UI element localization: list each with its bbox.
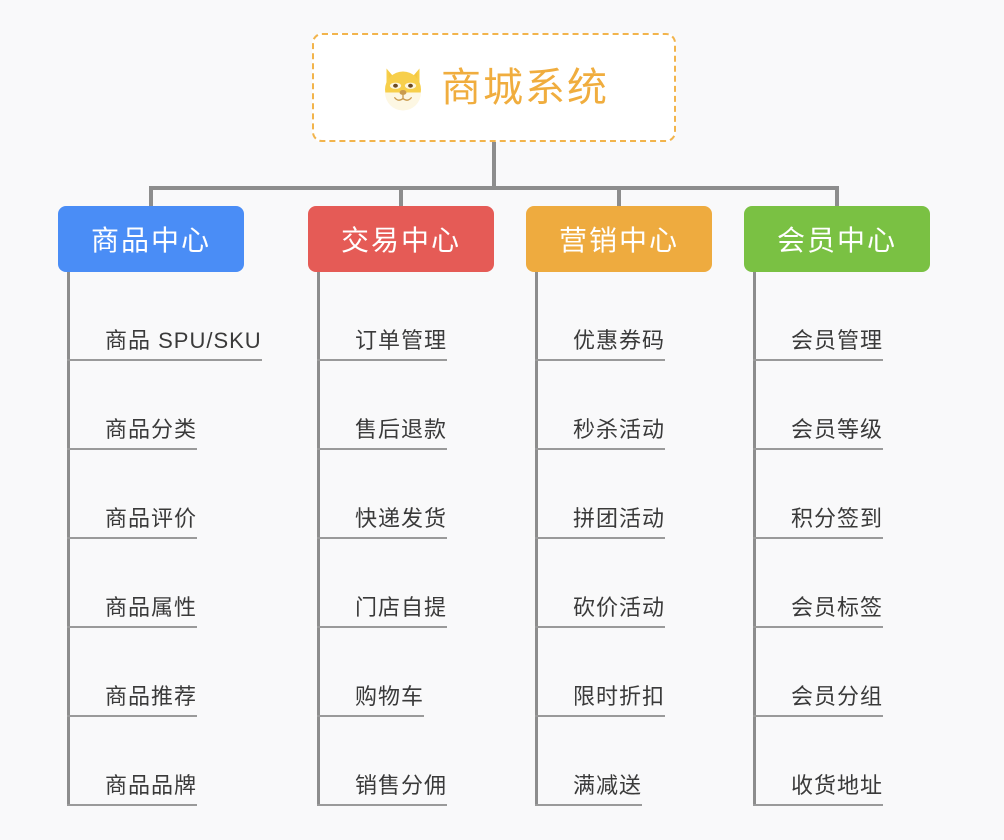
branch-spine: [67, 272, 70, 806]
leaf-label: 商品分类: [105, 419, 198, 450]
leaf-label: 快递发货: [355, 508, 448, 539]
connector-drop-member-center: [835, 186, 839, 208]
leaf-label: 收货地址: [791, 775, 884, 806]
leaf-item[interactable]: 秒杀活动: [535, 361, 712, 450]
leaf-list-member-center: 会员管理 会员等级 积分签到 会员标签 会员分组 收货地址: [753, 272, 930, 806]
leaf-label: 拼团活动: [573, 508, 666, 539]
root-title: 商城系统: [441, 65, 609, 110]
branch-spine: [535, 272, 538, 806]
branch-product-center: 商品中心 商品 SPU/SKU 商品分类 商品评价 商品属性 商品推荐 商品品牌: [58, 206, 262, 806]
leaf-label: 商品品牌: [105, 775, 198, 806]
leaf-label: 会员标签: [791, 597, 884, 628]
leaf-label: 会员等级: [791, 419, 884, 450]
connector-horizontal-bus: [149, 186, 839, 190]
leaf-label: 售后退款: [355, 419, 448, 450]
category-label: 营销中心: [558, 225, 679, 256]
connector-drop-trade-center: [399, 186, 403, 208]
category-header-member-center[interactable]: 会员中心: [744, 206, 930, 272]
branch-marketing-center: 营销中心 优惠券码 秒杀活动 拼团活动 砍价活动 限时折扣 满减送: [526, 206, 712, 806]
category-label: 交易中心: [340, 225, 461, 256]
leaf-label: 满减送: [573, 775, 643, 806]
leaf-label: 会员管理: [791, 330, 884, 361]
connector-root-stem: [492, 142, 496, 188]
leaf-item[interactable]: 会员分组: [753, 628, 930, 717]
leaf-item[interactable]: 商品分类: [67, 361, 262, 450]
connector-drop-marketing-center: [617, 186, 621, 208]
root-node[interactable]: 商城系统: [312, 33, 676, 142]
leaf-list-marketing-center: 优惠券码 秒杀活动 拼团活动 砍价活动 限时折扣 满减送: [535, 272, 712, 806]
leaf-label: 商品推荐: [105, 686, 198, 717]
leaf-list-product-center: 商品 SPU/SKU 商品分类 商品评价 商品属性 商品推荐 商品品牌: [67, 272, 262, 806]
leaf-item[interactable]: 商品属性: [67, 539, 262, 628]
leaf-label: 优惠券码: [573, 330, 666, 361]
category-label: 商品中心: [90, 225, 211, 256]
leaf-item[interactable]: 砍价活动: [535, 539, 712, 628]
leaf-item[interactable]: 门店自提: [317, 539, 494, 628]
leaf-item[interactable]: 商品评价: [67, 450, 262, 539]
leaf-label: 门店自提: [355, 597, 448, 628]
leaf-item[interactable]: 满减送: [535, 717, 712, 806]
leaf-item[interactable]: 优惠券码: [535, 272, 712, 361]
leaf-item[interactable]: 销售分佣: [317, 717, 494, 806]
category-header-marketing-center[interactable]: 营销中心: [526, 206, 712, 272]
leaf-label: 商品 SPU/SKU: [105, 330, 262, 361]
leaf-item[interactable]: 会员管理: [753, 272, 930, 361]
leaf-item[interactable]: 商品 SPU/SKU: [67, 272, 262, 361]
leaf-list-trade-center: 订单管理 售后退款 快递发货 门店自提 购物车 销售分佣: [317, 272, 494, 806]
leaf-label: 会员分组: [791, 686, 884, 717]
leaf-item[interactable]: 快递发货: [317, 450, 494, 539]
category-header-product-center[interactable]: 商品中心: [58, 206, 244, 272]
branch-member-center: 会员中心 会员管理 会员等级 积分签到 会员标签 会员分组 收货地址: [744, 206, 930, 806]
category-header-trade-center[interactable]: 交易中心: [308, 206, 494, 272]
leaf-item[interactable]: 商品推荐: [67, 628, 262, 717]
branch-spine: [753, 272, 756, 806]
leaf-label: 购物车: [355, 686, 425, 717]
leaf-label: 订单管理: [355, 330, 448, 361]
leaf-item[interactable]: 拼团活动: [535, 450, 712, 539]
leaf-item[interactable]: 限时折扣: [535, 628, 712, 717]
leaf-item[interactable]: 售后退款: [317, 361, 494, 450]
leaf-label: 商品评价: [105, 508, 198, 539]
connector-drop-product-center: [149, 186, 153, 208]
leaf-item[interactable]: 会员等级: [753, 361, 930, 450]
dog-face-icon: [385, 68, 421, 110]
leaf-item[interactable]: 会员标签: [753, 539, 930, 628]
leaf-item[interactable]: 购物车: [317, 628, 494, 717]
leaf-item[interactable]: 订单管理: [317, 272, 494, 361]
leaf-item[interactable]: 积分签到: [753, 450, 930, 539]
leaf-item[interactable]: 收货地址: [753, 717, 930, 806]
leaf-label: 砍价活动: [573, 597, 666, 628]
branch-spine: [317, 272, 320, 806]
leaf-item[interactable]: 商品品牌: [67, 717, 262, 806]
leaf-label: 销售分佣: [355, 775, 448, 806]
leaf-label: 限时折扣: [573, 686, 666, 717]
leaf-label: 秒杀活动: [573, 419, 666, 450]
category-label: 会员中心: [776, 225, 897, 256]
leaf-label: 积分签到: [791, 508, 884, 539]
branch-trade-center: 交易中心 订单管理 售后退款 快递发货 门店自提 购物车 销售分佣: [308, 206, 494, 806]
leaf-label: 商品属性: [105, 597, 198, 628]
